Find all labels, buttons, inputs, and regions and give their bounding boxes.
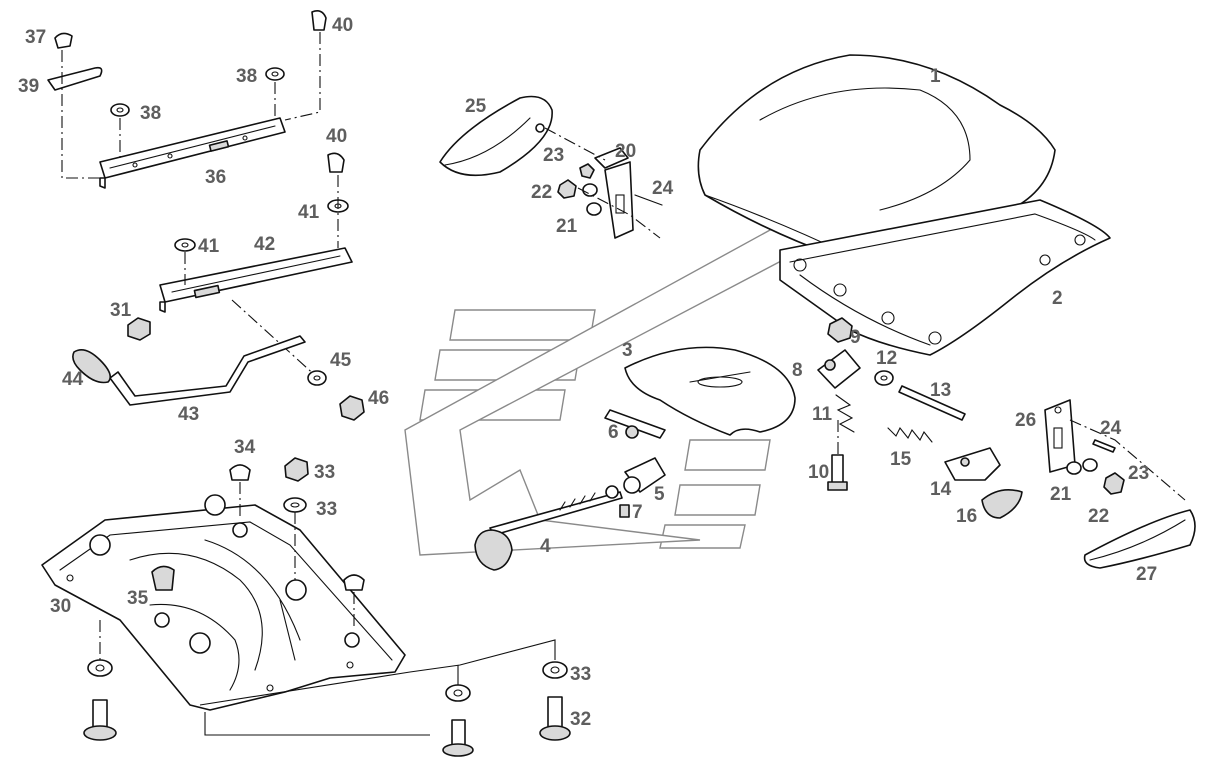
callout-45: 45: [330, 350, 352, 371]
armrest-hardware-right: [1066, 419, 1186, 501]
callout-33c: 33: [570, 664, 591, 685]
callout-41a: 41: [298, 202, 320, 223]
callout-25: 25: [465, 96, 487, 117]
callout-40a: 40: [332, 15, 353, 36]
callout-40b: 40: [326, 126, 347, 147]
callout-39: 39: [18, 76, 39, 97]
cap-40-top: [311, 10, 327, 31]
bolt-32-middle: [442, 684, 474, 757]
callout-33b: 33: [316, 499, 337, 520]
callout-46: 46: [368, 388, 389, 409]
callout-43: 43: [178, 404, 199, 425]
leaders-armrest-left: [544, 127, 661, 239]
callout-38b: 38: [140, 103, 161, 124]
callout-35: 35: [127, 588, 149, 609]
dash-leaders-rail-42: [184, 175, 339, 379]
release-rod-43: [109, 335, 306, 406]
callout-41b: 41: [198, 236, 220, 257]
latch-14: [944, 447, 1001, 481]
cap-34: [229, 464, 251, 520]
callout-9: 9: [850, 327, 861, 348]
grip-44: [72, 349, 111, 384]
nut-9: [827, 317, 853, 343]
callout-42: 42: [254, 234, 275, 255]
callout-23a: 23: [543, 145, 564, 166]
washer-45: [307, 370, 327, 386]
callout-24a: 24: [652, 178, 674, 199]
slide-rail-42: [159, 247, 353, 313]
callout-14: 14: [930, 479, 952, 500]
nut-31: [127, 317, 151, 341]
bolt-32-left: [83, 620, 117, 741]
slide-plate: [624, 346, 796, 436]
callout-27: 27: [1136, 564, 1157, 585]
bolt-32-right: [539, 661, 571, 741]
washer-41b: [174, 238, 196, 252]
callout-26: 26: [1015, 410, 1036, 431]
callout-5: 5: [654, 484, 665, 505]
cap-34b: [343, 574, 365, 630]
callout-31: 31: [110, 300, 132, 321]
callout-4: 4: [540, 536, 551, 557]
callout-37: 37: [25, 27, 46, 48]
washer-38a: [265, 67, 285, 81]
slide-rail-36: [99, 117, 286, 189]
nut-46: [339, 395, 365, 421]
callout-11: 11: [812, 404, 833, 425]
callout-21a: 21: [556, 216, 578, 237]
bracket-connector-lines: [199, 639, 556, 736]
callout-33a: 33: [314, 462, 335, 483]
screw-7: [619, 504, 630, 518]
fork-bracket: [605, 457, 666, 499]
washer-33b: [283, 497, 307, 580]
base-plate-30: [41, 494, 406, 711]
adjust-knob-rod: [474, 491, 623, 571]
callout-13: 13: [930, 380, 951, 401]
spring-15: [887, 426, 933, 443]
callout-1: 1: [930, 66, 941, 87]
callout-30: 30: [50, 596, 71, 617]
callout-2: 2: [1052, 288, 1063, 309]
callout-6: 6: [608, 422, 619, 443]
callout-22a: 22: [531, 182, 552, 203]
lever-plate: [604, 409, 666, 439]
callout-10: 10: [808, 462, 829, 483]
washer-12: [874, 370, 894, 386]
nut-33a: [284, 457, 309, 482]
callout-36: 36: [205, 167, 226, 188]
callout-16: 16: [956, 506, 977, 527]
armrest-right: [1083, 509, 1196, 569]
washer-38b: [110, 103, 130, 117]
dash-leaders-upper-left: [61, 32, 321, 179]
pin-13: [898, 385, 966, 421]
callout-20: 20: [615, 141, 636, 162]
callout-34: 34: [234, 437, 256, 458]
callout-21b: 21: [1050, 484, 1072, 505]
callout-3: 3: [622, 340, 633, 361]
callout-12: 12: [876, 348, 897, 369]
callout-22b: 22: [1088, 506, 1109, 527]
bracket-39: [47, 66, 103, 91]
armrest-bracket-left: [594, 147, 663, 239]
handle-16: [981, 489, 1023, 519]
callout-23b: 23: [1128, 463, 1149, 484]
armrest-bracket-right: [1044, 399, 1076, 473]
callout-8: 8: [792, 360, 803, 381]
callout-7: 7: [632, 502, 643, 523]
cap-40-mid: [327, 152, 345, 173]
cap-37: [54, 32, 73, 49]
armrest-left: [439, 95, 553, 177]
spring-11: [835, 394, 855, 433]
callouts: 1 2 3 4 5 6 7 8 9 10 11 12 13 14 15 16 2…: [18, 15, 1157, 730]
seat-pan: [779, 199, 1111, 356]
latch-bracket: [817, 349, 861, 389]
callout-44: 44: [62, 369, 84, 390]
bolt-10: [827, 420, 848, 491]
callout-15: 15: [890, 449, 912, 470]
callout-32: 32: [570, 709, 591, 730]
callout-24b: 24: [1100, 418, 1122, 439]
callout-38a: 38: [236, 66, 257, 87]
armrest-hardware-left: [557, 163, 602, 216]
